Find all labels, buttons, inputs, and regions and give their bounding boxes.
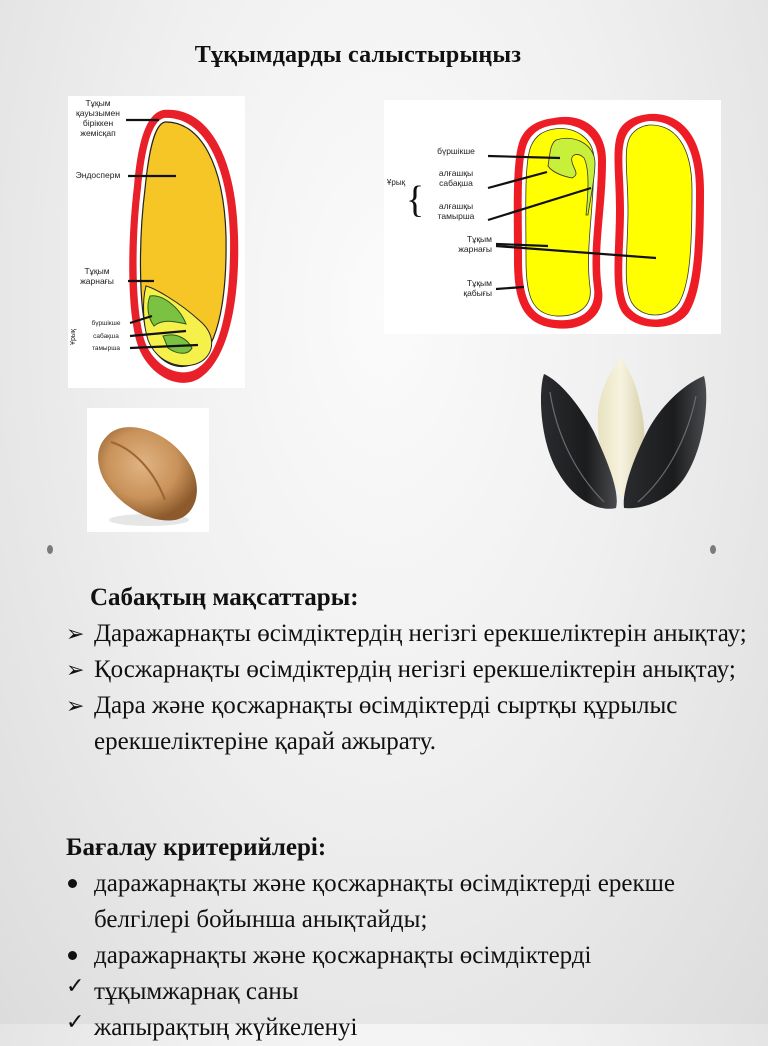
criteria-check-item: ✓ жапырақтың жүйкеленуі bbox=[66, 1009, 766, 1046]
sunflower-seed-image bbox=[540, 358, 707, 509]
slide-dot-right bbox=[710, 545, 716, 554]
wheat-grain-photo bbox=[87, 408, 209, 532]
label-stem: сабақша bbox=[93, 333, 119, 340]
label-pericarp: Тұқым қауызымен біріккен жемісқап bbox=[76, 98, 120, 138]
label-embryo: Ұрық bbox=[386, 178, 406, 187]
label-radicle: алғашқы тамырша bbox=[437, 201, 475, 221]
sunflower-seed-photo bbox=[528, 352, 712, 520]
dicot-seed-illustration: { bbox=[406, 113, 704, 329]
arrow-bullet-icon: ➢ bbox=[66, 693, 85, 718]
wheat-grain-image bbox=[98, 427, 197, 526]
criteria-heading: Бағалау критерийлері: bbox=[66, 834, 327, 861]
objectives-section: Сабақтың мақсаттары: ➢ Даражарнақты өсім… bbox=[66, 580, 766, 760]
label-plumule: бүршікше bbox=[437, 146, 475, 156]
criteria-check-item: ✓ тұқымжарнақ саны bbox=[66, 973, 766, 1010]
svg-text:{: { bbox=[406, 179, 424, 221]
label-seed-coat: Тұқым қабығы bbox=[463, 278, 492, 298]
monocot-seed-diagram: Тұқым қауызымен біріккен жемісқап Эндосп… bbox=[68, 96, 245, 388]
label-hypocotyl: алғашқы сабақша bbox=[438, 168, 474, 188]
arrow-bullet-icon: ➢ bbox=[66, 657, 85, 682]
objective-item: ➢ Дара және қосжарнақты өсімдіктерді сыр… bbox=[66, 688, 766, 760]
bullet-icon bbox=[68, 951, 77, 960]
objective-item: ➢ Қосжарнақты өсімдіктердің негізгі ерек… bbox=[66, 652, 766, 688]
label-embryo: Ұрық bbox=[70, 329, 77, 345]
objective-item: ➢ Даражарнақты өсімдіктердің негізгі ере… bbox=[66, 616, 766, 652]
label-cotyledon: Тұқым жарнағы bbox=[458, 234, 492, 254]
label-cotyledon: Тұқым жарнағы bbox=[80, 266, 114, 286]
slide-dot-left bbox=[47, 545, 53, 554]
criteria-item: даражарнақты және қосжарнақты өсімдіктер… bbox=[66, 938, 766, 974]
label-root: тамырша bbox=[91, 345, 121, 352]
arrow-bullet-icon: ➢ bbox=[66, 621, 85, 646]
label-endosperm: Эндосперм bbox=[75, 170, 121, 180]
checkmark-icon: ✓ bbox=[66, 1009, 85, 1034]
objectives-heading: Сабақтың мақсаттары: bbox=[90, 584, 359, 611]
bullet-icon bbox=[68, 879, 77, 888]
criteria-section: Бағалау критерийлері: даражарнақты және … bbox=[66, 830, 766, 1046]
checkmark-icon: ✓ bbox=[66, 973, 85, 998]
label-plumule: бүршікше bbox=[91, 320, 121, 327]
dicot-seed-diagram: { Ұрық бүршікше алғашқы сабақша алғашқы … bbox=[384, 100, 721, 334]
criteria-item: даражарнақты және қосжарнақты өсімдіктер… bbox=[66, 866, 766, 938]
monocot-seed-illustration bbox=[126, 109, 239, 383]
slide-title: Тұқымдарды салыстырыңыз bbox=[194, 42, 522, 68]
